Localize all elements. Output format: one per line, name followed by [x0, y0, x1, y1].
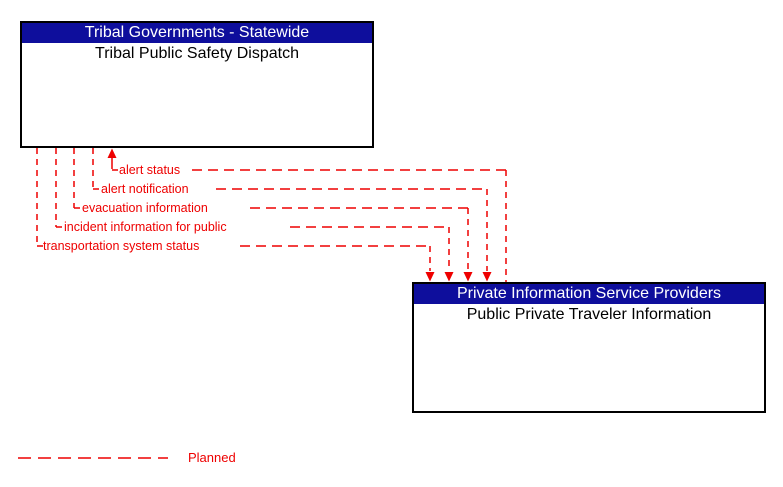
flow-line-alert-status [107, 148, 507, 282]
flow-line-alert-notification [92, 148, 492, 282]
entity-header: Private Information Service Providers [414, 284, 764, 304]
arrow-down-icon [425, 272, 435, 282]
legend-label-planned: Planned [188, 450, 236, 465]
flow-line-transportation-system-status [36, 148, 435, 282]
flow-line-incident-information-for-public [55, 148, 454, 282]
flow-line-evacuation-information [73, 148, 473, 282]
arrow-down-icon [444, 272, 454, 282]
entity-name: Public Private Traveler Information [466, 306, 712, 323]
flow-label-incident-information-for-public: incident information for public [64, 220, 227, 234]
entity-box-private-information-service-providers: Private Information Service Providers Pu… [412, 282, 766, 413]
entity-header: Tribal Governments - Statewide [22, 23, 372, 43]
entity-name: Tribal Public Safety Dispatch [95, 45, 299, 62]
arrow-down-icon [482, 272, 492, 282]
arrow-up-icon [107, 148, 117, 158]
entity-box-tribal-governments: Tribal Governments - Statewide Tribal Pu… [20, 21, 374, 148]
flow-label-evacuation-information: evacuation information [82, 201, 208, 215]
flow-label-alert-notification: alert notification [101, 182, 189, 196]
arrow-down-icon [463, 272, 473, 282]
flow-label-transportation-system-status: transportation system status [43, 239, 200, 253]
flow-label-alert-status: alert status [119, 163, 181, 177]
